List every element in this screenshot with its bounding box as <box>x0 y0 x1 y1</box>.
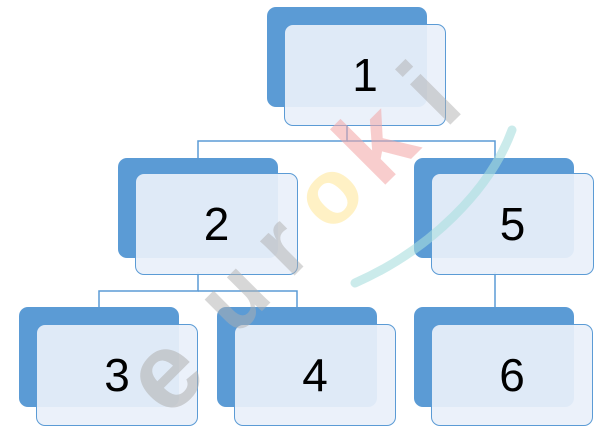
node-2-label: 2 <box>203 198 230 250</box>
node-3-label: 3 <box>104 349 130 401</box>
node-1-label: 1 <box>352 49 378 101</box>
node-4-label: 4 <box>302 349 328 401</box>
node-2: 2 <box>135 173 298 275</box>
node-6-label: 6 <box>499 349 525 401</box>
node-1: 1 <box>284 24 446 126</box>
connector-2-to-4 <box>198 290 298 307</box>
node-3: 3 <box>36 324 198 426</box>
node-6: 6 <box>431 324 593 426</box>
connector-2-to-3 <box>98 272 199 307</box>
connector-1-to-5 <box>347 140 496 158</box>
node-5: 5 <box>431 173 594 275</box>
connector-1-to-2 <box>197 125 348 158</box>
node-5-label: 5 <box>499 198 526 250</box>
node-4: 4 <box>234 324 396 426</box>
